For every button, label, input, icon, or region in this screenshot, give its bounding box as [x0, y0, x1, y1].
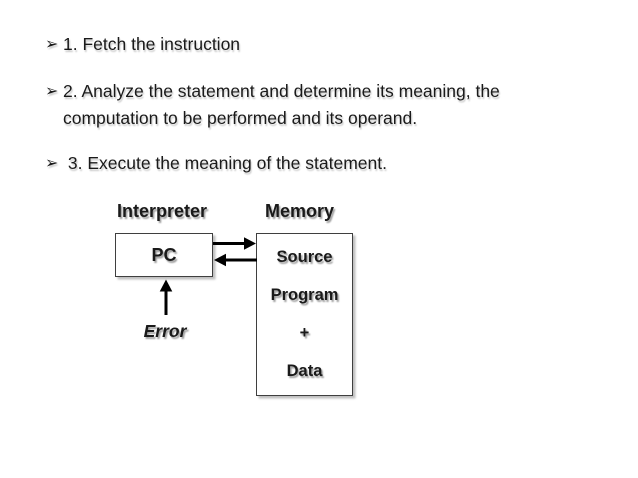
bullet-text: 1. Fetch the instruction [63, 34, 241, 54]
arrow-memory-to-pc-icon [214, 253, 257, 267]
arrowhead-bullet-icon: ➢ [45, 153, 59, 172]
bullet-item: ➢ 3. Execute the meaning of the statemen… [45, 150, 568, 177]
error-label: Error [143, 321, 187, 341]
arrow-error-to-pc-icon [159, 279, 173, 315]
bullet-item: ➢ 1. Fetch the instruction [45, 31, 568, 58]
bullet-text: 2. Analyze the statement and determine i… [63, 81, 505, 128]
arrowhead-bullet-icon: ➢ [45, 34, 59, 53]
memory-box-line: Data [286, 362, 323, 381]
memory-box-line: + [299, 324, 310, 343]
arrow-pc-to-memory-icon [213, 237, 256, 250]
interpreter-label: Interpreter [117, 201, 208, 221]
bullet-text: 3. Execute the meaning of the statement. [63, 153, 387, 173]
bullet-item: ➢ 2. Analyze the statement and determine… [45, 78, 568, 131]
pc-box-label: PC [151, 244, 177, 265]
pc-box: PC [115, 233, 213, 277]
arrowhead-bullet-icon: ➢ [45, 81, 59, 100]
memory-label: Memory [265, 201, 335, 221]
memory-box-line: Source [276, 247, 333, 266]
memory-box-line: Program [270, 285, 339, 304]
memory-box: Source Program + Data [256, 233, 353, 396]
